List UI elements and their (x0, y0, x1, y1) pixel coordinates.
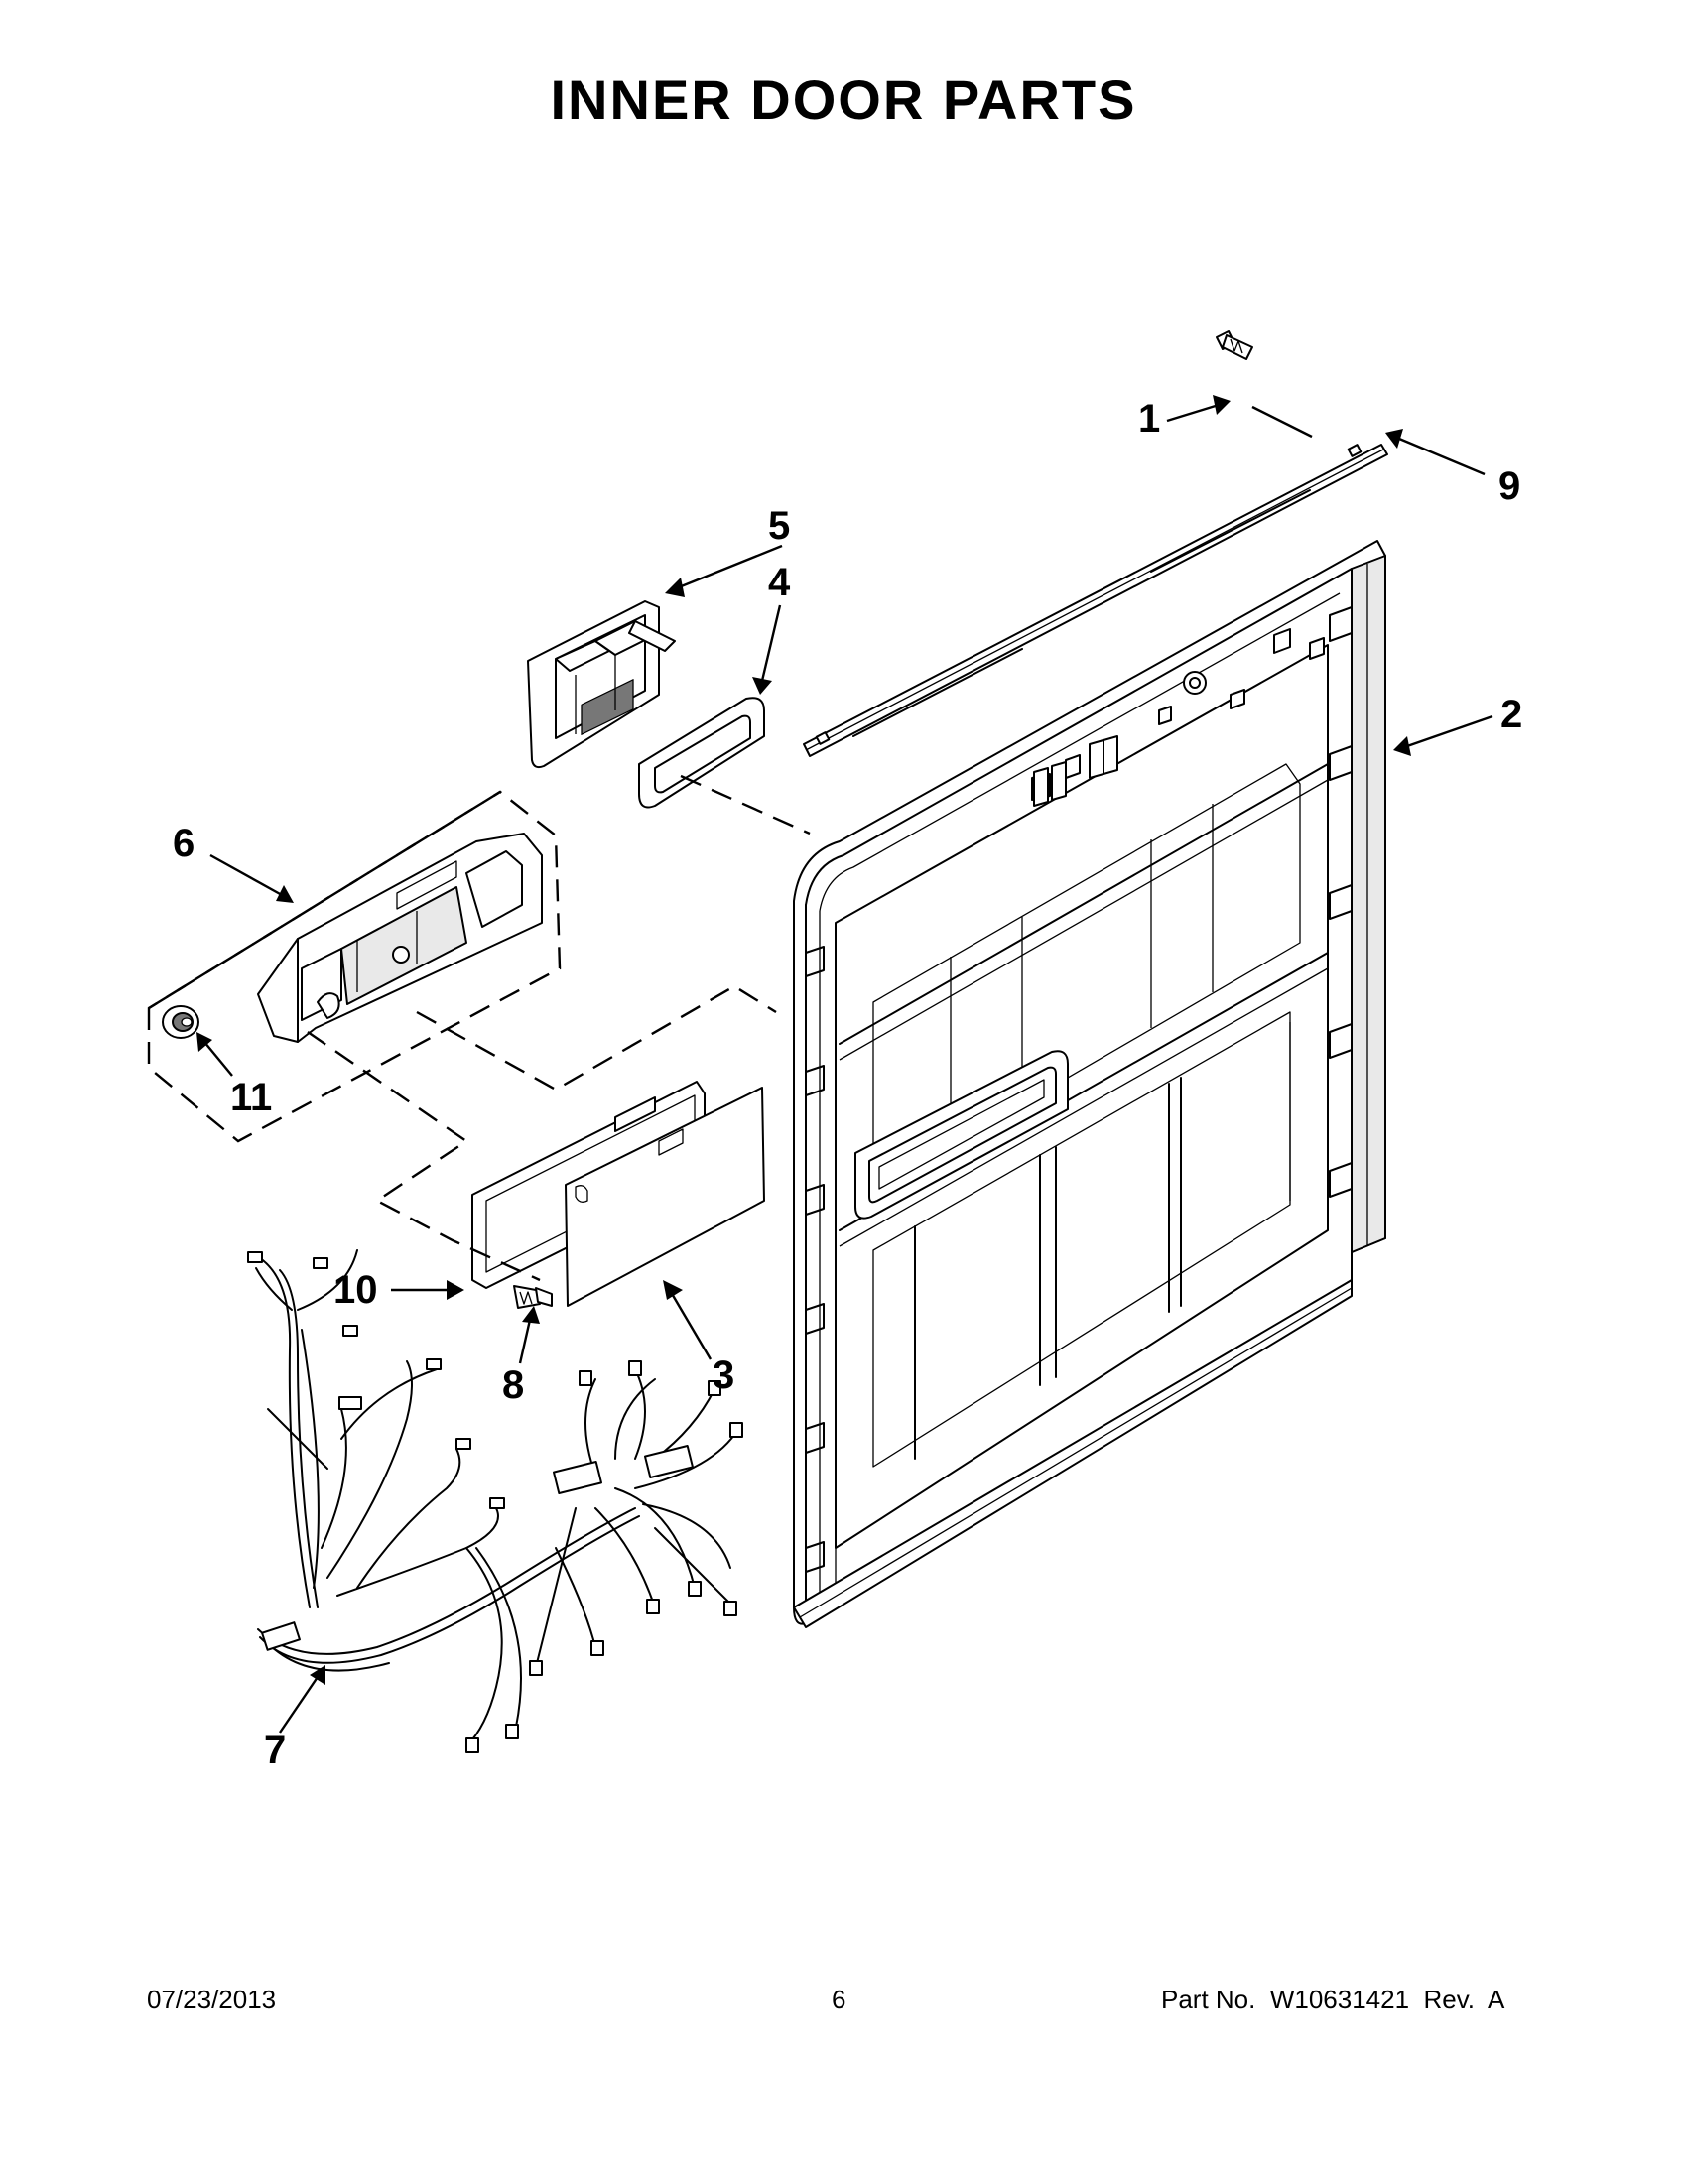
callout-6: 6 (173, 822, 195, 865)
footer-part-number: Part No. W10631421 Rev. A (1161, 1985, 1505, 2014)
vent-window (854, 1050, 1069, 1220)
callout-arrows (196, 395, 1493, 1734)
screw-small-part (513, 1285, 553, 1309)
callout-1: 1 (1138, 397, 1161, 441)
gasket-part (638, 697, 765, 809)
callout-9: 9 (1498, 464, 1521, 508)
trim-strip-part (803, 444, 1388, 757)
screw-part (1216, 330, 1253, 360)
control-board-part (565, 1087, 765, 1307)
inner-door-panel-part (793, 540, 1386, 1628)
page-title: INNER DOOR PARTS (550, 68, 1137, 131)
footer-date: 07/23/2013 (147, 1985, 277, 2014)
knob-part (162, 1005, 199, 1039)
callout-2: 2 (1500, 693, 1523, 736)
dispenser-part (257, 833, 543, 1043)
callout-10: 10 (333, 1268, 378, 1312)
callout-4: 4 (768, 561, 791, 604)
wire-harness-part (247, 1249, 743, 1753)
footer-page-number: 6 (832, 1985, 846, 2014)
vent-assembly-part (527, 600, 676, 769)
callout-5: 5 (768, 504, 791, 548)
callout-7: 7 (264, 1729, 287, 1772)
callout-11: 11 (230, 1076, 273, 1119)
assembly-dashed-lines (147, 774, 811, 1282)
callout-8: 8 (502, 1363, 525, 1407)
callout-3: 3 (713, 1353, 735, 1397)
